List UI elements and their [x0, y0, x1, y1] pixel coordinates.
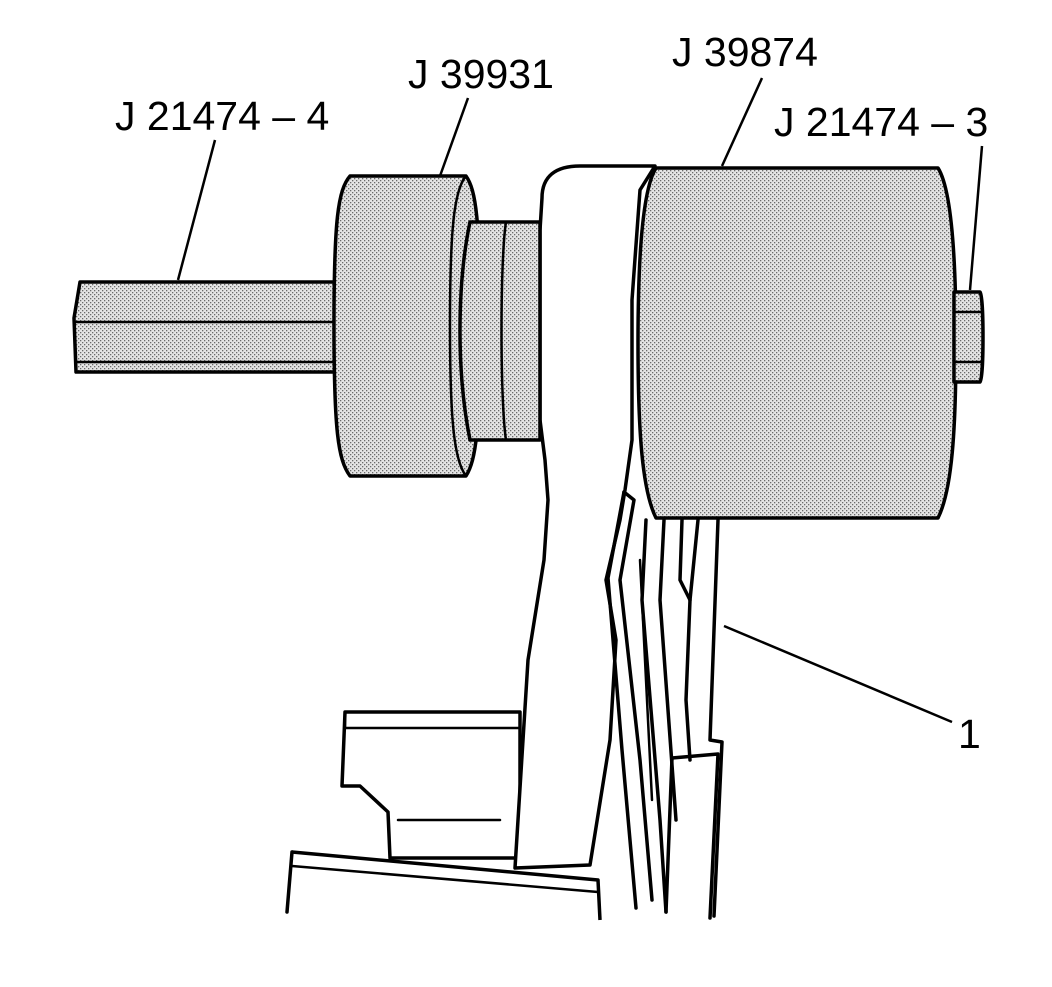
- label-j21474-4: J 21474 – 4: [115, 93, 329, 139]
- leader-j21474-3: [968, 145, 984, 291]
- callout-labels: J 21474 – 4 J 39931 J 39874 J 21474 – 3 …: [115, 29, 988, 757]
- nut-j21474-3: [952, 290, 985, 384]
- seal-assembly: [606, 490, 724, 920]
- leader-item-1: [723, 624, 953, 724]
- label-j21474-3: J 21474 – 3: [774, 99, 988, 145]
- label-item-1: 1: [958, 711, 981, 757]
- label-j39874: J 39874: [672, 29, 818, 75]
- bushing: [458, 220, 542, 442]
- cylinder-j39874: [636, 166, 958, 520]
- rod-j21474-4: [72, 280, 338, 374]
- leader-j39874: [720, 77, 764, 167]
- leader-j21474-4: [176, 139, 217, 281]
- cylinder-j39931: [332, 174, 482, 478]
- support-arm: [513, 164, 657, 870]
- mounting-bracket: [285, 710, 602, 921]
- leader-j39931: [438, 97, 470, 177]
- label-j39931: J 39931: [408, 51, 554, 97]
- leader-lines: [176, 77, 984, 724]
